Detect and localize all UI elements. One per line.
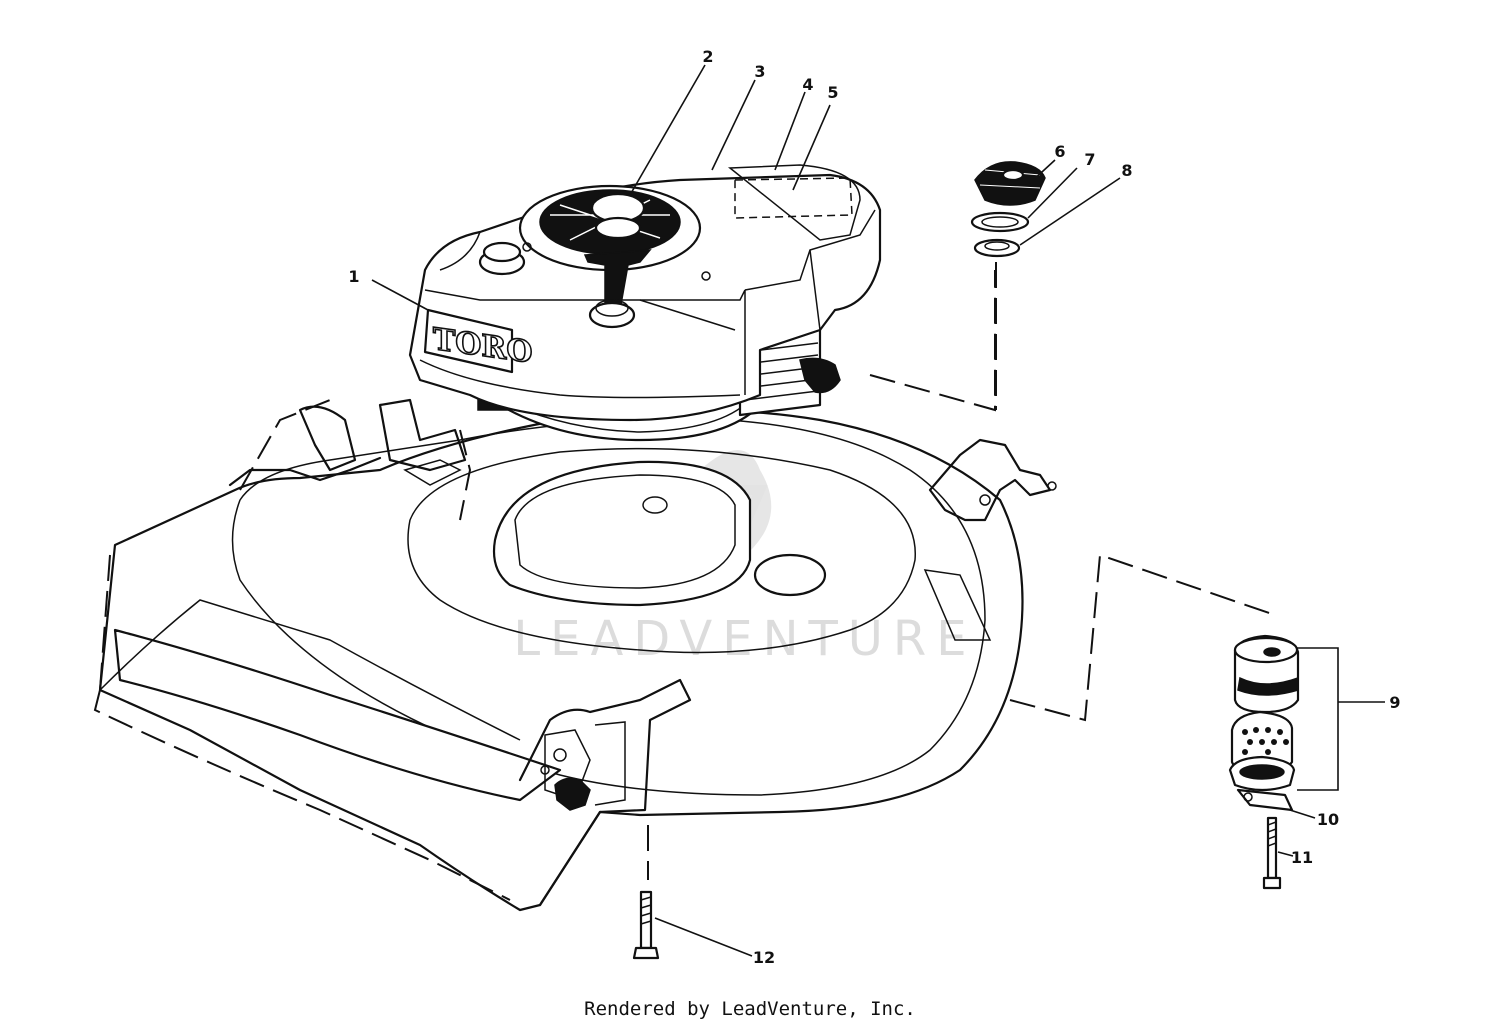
callout-8: 8 xyxy=(1121,161,1132,180)
engine: TORO xyxy=(408,164,996,442)
mower-deck xyxy=(93,398,1057,912)
callout-4: 4 xyxy=(802,75,813,94)
render-credit: Rendered by LeadVenture, Inc. xyxy=(584,998,916,1020)
callout-11: 11 xyxy=(1291,848,1313,867)
callout-12: 12 xyxy=(753,948,775,967)
muffler-parts xyxy=(1009,553,1339,890)
callout-3: 3 xyxy=(754,62,765,81)
watermark-text: LEADVENTURE xyxy=(513,611,976,667)
air-cleaner-parts xyxy=(970,161,1046,410)
leader-lines xyxy=(371,64,1385,957)
bolt-12 xyxy=(632,825,660,960)
callout-1: 1 xyxy=(348,267,359,286)
callout-6: 6 xyxy=(1054,142,1065,161)
callout-10: 10 xyxy=(1317,810,1339,829)
callout-9: 9 xyxy=(1389,693,1400,712)
callout-7: 7 xyxy=(1084,150,1095,169)
callout-2: 2 xyxy=(702,47,713,66)
callouts: 2 3 4 5 1 6 7 8 9 10 11 12 xyxy=(348,47,1400,967)
callout-5: 5 xyxy=(827,83,838,102)
watermark: LEADVENTURE xyxy=(513,450,976,667)
